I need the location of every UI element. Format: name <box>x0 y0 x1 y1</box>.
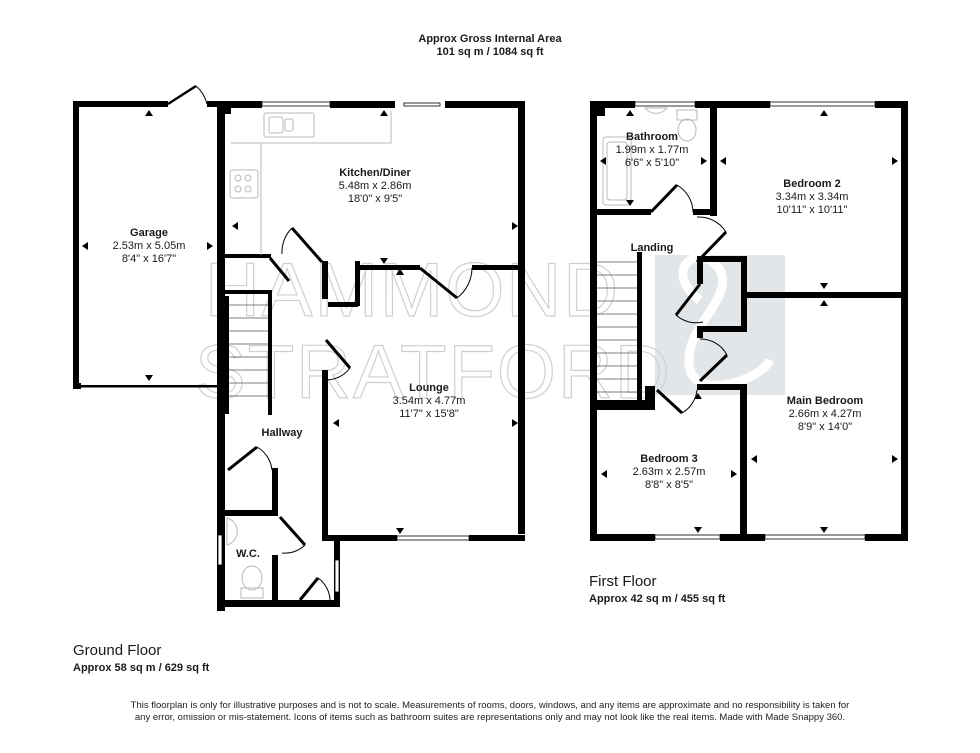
room-name: Bedroom 2 <box>783 178 841 190</box>
room-bathroom: Bathroom 1.99m x 1.77m 6'6" x 5'10" <box>616 131 689 170</box>
gross-area-title: Approx Gross Internal Area <box>418 33 562 45</box>
watermark-logo <box>655 253 785 395</box>
room-name: Landing <box>630 242 674 254</box>
room-metric: 3.34m x 3.34m <box>775 191 849 203</box>
ground-floor-area: Approx 58 sq m / 629 sq ft <box>73 662 210 674</box>
dimension-markers <box>82 110 898 534</box>
first-floor-caption: First Floor Approx 42 sq m / 455 sq ft <box>589 573 725 605</box>
room-kitchen-diner: Kitchen/Diner 5.48m x 2.86m 18'0" x 9'5" <box>339 167 412 206</box>
room-imperial: 8'8" x 8'5" <box>644 479 694 491</box>
first-floor-area: Approx 42 sq m / 455 sq ft <box>589 593 726 605</box>
room-metric: 5.48m x 2.86m <box>338 180 412 192</box>
room-name: W.C. <box>236 548 260 560</box>
room-bedroom-2: Bedroom 2 3.34m x 3.34m 10'11" x 10'11" <box>776 178 849 217</box>
wc-fixtures <box>226 517 264 599</box>
room-imperial: 11'7" x 15'8" <box>399 408 459 420</box>
ground-floor-plan <box>73 84 525 611</box>
room-metric: 2.53m x 5.05m <box>112 240 186 252</box>
gross-area-value: 101 sq m / 1084 sq ft <box>436 46 544 58</box>
room-imperial: 10'11" x 10'11" <box>776 204 848 216</box>
first-floor-stairs <box>597 261 637 393</box>
disclaimer-text: This floorplan is only for illustrative … <box>130 700 850 723</box>
ground-floor-caption: Ground Floor Approx 58 sq m / 629 sq ft <box>73 642 209 674</box>
room-wc: W.C. <box>236 548 260 561</box>
room-landing: Landing <box>631 242 674 255</box>
gross-area-header: Approx Gross Internal Area 101 sq m / 10… <box>0 33 980 59</box>
room-imperial: 18'0" x 9'5" <box>347 193 403 205</box>
room-name: Garage <box>130 227 168 239</box>
room-metric: 2.66m x 4.27m <box>788 408 862 420</box>
room-main-bedroom: Main Bedroom 2.66m x 4.27m 8'9" x 14'0" <box>787 395 863 434</box>
room-name: Hallway <box>261 427 303 439</box>
room-imperial: 8'9" x 14'0" <box>797 421 853 433</box>
kitchen-fixtures <box>229 111 392 255</box>
room-hallway: Hallway <box>262 427 303 440</box>
room-metric: 2.63m x 2.57m <box>632 466 706 478</box>
room-imperial: 8'4" x 16'7" <box>121 253 177 265</box>
room-metric: 1.99m x 1.77m <box>615 144 689 156</box>
room-garage: Garage 2.53m x 5.05m 8'4" x 16'7" <box>113 227 186 266</box>
room-name: Lounge <box>409 382 449 394</box>
room-name: Bedroom 3 <box>640 453 698 465</box>
room-name: Bathroom <box>626 131 678 143</box>
ground-floor-title: Ground Floor <box>73 642 162 659</box>
first-floor-title: First Floor <box>589 573 657 590</box>
room-name: Main Bedroom <box>786 395 864 407</box>
room-name: Kitchen/Diner <box>339 167 411 179</box>
room-lounge: Lounge 3.54m x 4.77m 11'7" x 15'8" <box>393 382 466 421</box>
room-bedroom-3: Bedroom 3 2.63m x 2.57m 8'8" x 8'5" <box>633 453 706 492</box>
room-imperial: 6'6" x 5'10" <box>624 157 680 169</box>
bathroom-fixtures <box>602 107 698 206</box>
first-floor-plan <box>590 101 908 541</box>
room-metric: 3.54m x 4.77m <box>392 395 466 407</box>
